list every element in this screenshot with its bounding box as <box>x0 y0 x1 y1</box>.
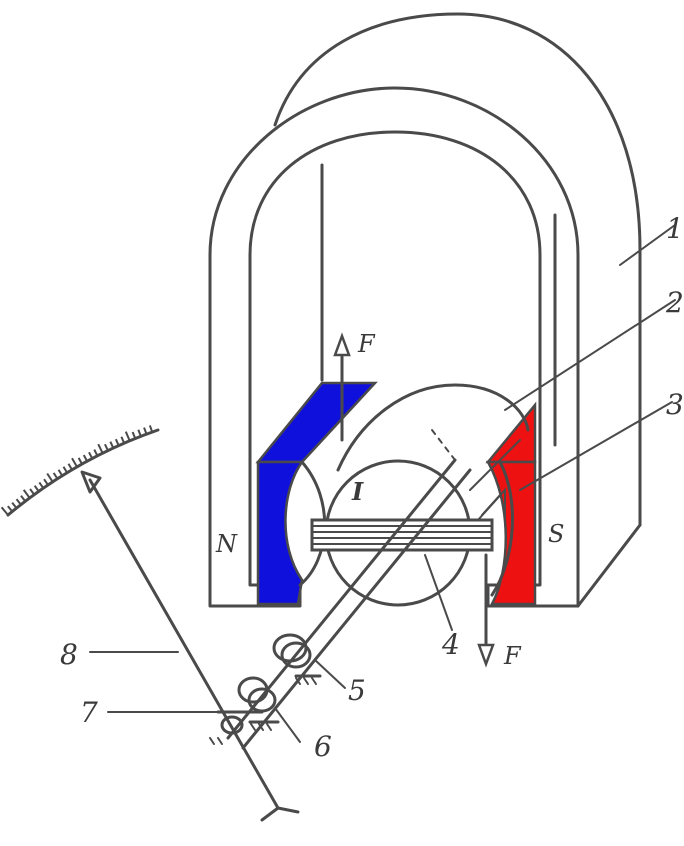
label-corrector: 7 <box>80 696 98 729</box>
scale-tick <box>33 485 40 492</box>
force-arrow-up <box>333 332 351 442</box>
shaft-top-dash <box>431 429 456 461</box>
horseshoe-magnet <box>208 12 642 608</box>
scale-tick <box>29 488 35 496</box>
scale-tick <box>97 443 104 454</box>
cylinder-hatch <box>469 439 521 491</box>
corrector-hatch <box>209 737 223 745</box>
north-pole-front <box>256 460 305 606</box>
scale-tick <box>67 463 73 471</box>
leader-line-1 <box>619 224 676 266</box>
scale-tick <box>7 505 14 513</box>
scale-tick <box>22 489 31 499</box>
scale-tick <box>93 449 99 457</box>
label-coil: 4 <box>441 628 460 661</box>
spring-5 <box>272 633 322 685</box>
scale-tick <box>82 454 88 462</box>
leader-line-6 <box>274 707 301 743</box>
scale-tick <box>38 481 45 489</box>
leader-line-5 <box>314 659 346 689</box>
cylinder-back-outline <box>336 383 530 472</box>
scale-tick <box>11 501 18 509</box>
scale-tick <box>46 472 54 483</box>
scale-tick <box>104 443 109 451</box>
force-arrow-down <box>477 553 495 668</box>
pointer <box>80 470 300 822</box>
force-arrow-down-head <box>477 643 495 668</box>
leader-line-2 <box>504 299 676 411</box>
magnet-front-face <box>208 86 580 608</box>
label-force-top: F <box>357 330 376 358</box>
scale-tick <box>20 495 27 502</box>
scale-tick <box>148 425 154 433</box>
south-pole-top <box>485 401 537 464</box>
label-pole-south: S <box>548 520 564 548</box>
corrector <box>209 710 264 745</box>
magnet-back-arc <box>273 12 642 527</box>
scale-tick <box>77 457 83 465</box>
scale-tick <box>71 457 78 468</box>
scale-tick <box>120 436 126 444</box>
spring-5-inner <box>280 641 312 669</box>
scale-tick <box>88 451 94 459</box>
label-current: I <box>351 477 364 506</box>
scale-tick <box>15 498 22 506</box>
pointer-tail <box>260 806 300 822</box>
scale-tick <box>131 431 137 439</box>
label-force-bottom: F <box>503 642 522 670</box>
shaft-line-lower <box>241 468 472 750</box>
south-pole-inner-arc <box>490 460 514 597</box>
pointer-needle <box>88 478 280 810</box>
label-magnet: 1 <box>666 212 684 245</box>
scale-tick <box>143 427 148 435</box>
south-pole-piece <box>485 401 537 606</box>
scale-tick <box>62 466 68 474</box>
leader-line-4 <box>424 554 453 631</box>
scale-tick <box>114 438 120 446</box>
corrector-pivot <box>220 715 244 735</box>
label-rotor-cylinder: 2 <box>665 286 684 319</box>
force-arrow-up-head <box>333 332 351 357</box>
label-spring-upper: 5 <box>348 674 366 707</box>
leader-lines <box>89 224 676 743</box>
label-spring-lower: 6 <box>314 730 332 763</box>
scale-tick <box>137 429 142 437</box>
leader-line-3 <box>519 401 673 491</box>
label-pointer: 8 <box>60 638 78 671</box>
scale-tick <box>57 469 64 477</box>
spring-5-hatch <box>295 677 317 685</box>
pointer-tip <box>80 470 102 494</box>
scale-tick <box>52 472 59 480</box>
scale-tick <box>0 506 9 516</box>
spring-6-hatch <box>250 723 272 731</box>
north-pole-top <box>255 381 378 464</box>
coil-side-lead <box>481 494 501 516</box>
scale-tick <box>109 441 115 449</box>
magnet-depth-edge <box>576 523 642 608</box>
label-pole-piece: 3 <box>666 388 684 421</box>
scale-tick <box>43 478 49 486</box>
scale-arc <box>0 425 160 517</box>
scale-ticks <box>0 425 154 516</box>
label-pole-north: N <box>215 530 238 558</box>
scale-tick <box>124 431 131 442</box>
moving-coil <box>310 487 506 552</box>
